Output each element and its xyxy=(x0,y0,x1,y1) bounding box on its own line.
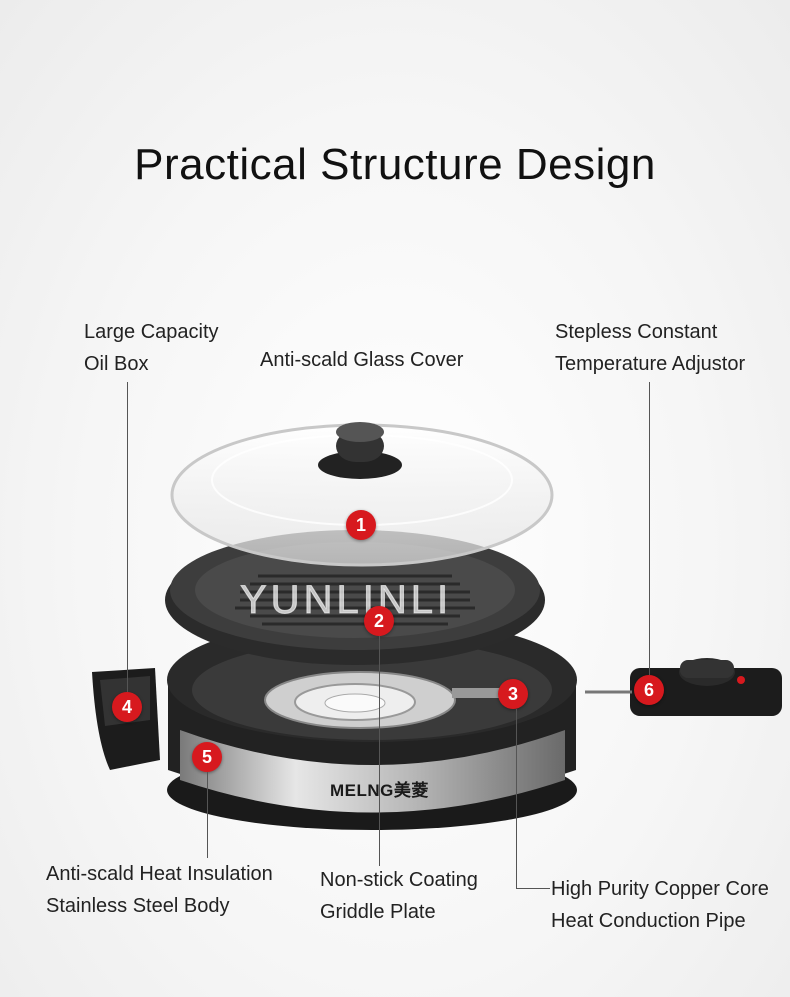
label-copper-pipe: High Purity Copper Core Heat Conduction … xyxy=(551,873,769,937)
label-temp-adjustor: Stepless Constant Temperature Adjustor xyxy=(555,316,745,380)
heating-element xyxy=(264,671,512,729)
badge-2-griddle-plate: 2 xyxy=(364,606,394,636)
label-temp-adjustor-line-1: Stepless Constant xyxy=(555,321,718,343)
label-temp-adjustor-line-2: Temperature Adjustor xyxy=(555,353,746,375)
page-title: Practical Structure Design xyxy=(134,140,656,189)
griddle-plate xyxy=(165,530,545,665)
label-oil-box-line-1: Large Capacity xyxy=(84,321,219,343)
badge-3-copper-pipe: 3 xyxy=(498,679,528,709)
leader-line-oil-box xyxy=(127,382,128,692)
leader-line-steel-body xyxy=(207,772,208,858)
label-griddle-plate-line-1: Non-stick Coating xyxy=(320,869,478,891)
leader-line-copper-pipe-h xyxy=(516,888,550,889)
label-steel-body-line-2: Stainless Steel Body xyxy=(46,895,230,917)
leader-line-griddle-plate xyxy=(379,636,380,866)
label-copper-pipe-line-1: High Purity Copper Core xyxy=(551,878,769,900)
label-oil-box: Large Capacity Oil Box xyxy=(84,316,219,380)
label-copper-pipe-line-2: Heat Conduction Pipe xyxy=(551,910,746,932)
glass-cover xyxy=(170,422,554,567)
leader-line-temp-adjustor xyxy=(649,382,650,675)
label-griddle-plate: Non-stick Coating Griddle Plate xyxy=(320,864,478,928)
badge-6-temp-adjustor: 6 xyxy=(634,675,664,705)
label-steel-body: Anti-scald Heat Insulation Stainless Ste… xyxy=(46,858,273,922)
label-griddle-plate-line-2: Griddle Plate xyxy=(320,901,436,923)
label-glass-cover-line-1: Anti-scald Glass Cover xyxy=(260,349,464,371)
watermark-text: YUNLINLI xyxy=(239,578,453,623)
leader-line-copper-pipe-v xyxy=(516,709,517,889)
badge-5-steel-body: 5 xyxy=(192,742,222,772)
temperature-controller xyxy=(585,658,782,716)
badge-4-oil-box: 4 xyxy=(112,692,142,722)
badge-1-glass-cover: 1 xyxy=(346,510,376,540)
label-steel-body-line-1: Anti-scald Heat Insulation xyxy=(46,863,273,885)
label-glass-cover: Anti-scald Glass Cover xyxy=(260,344,463,376)
label-oil-box-line-2: Oil Box xyxy=(84,353,149,375)
